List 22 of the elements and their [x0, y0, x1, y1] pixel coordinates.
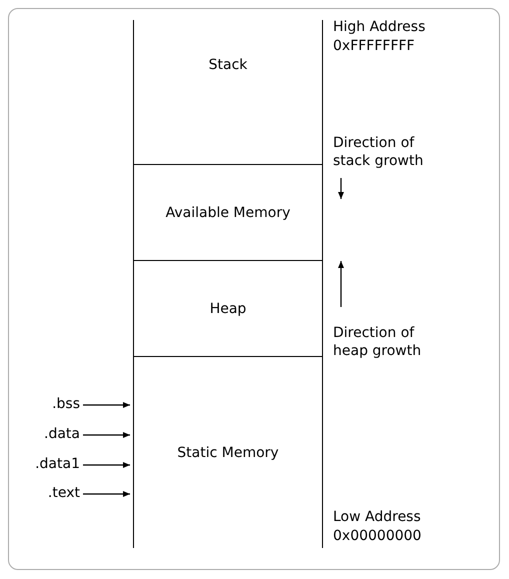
memory-region: [133, 20, 323, 164]
region-label: Available Memory: [166, 204, 290, 220]
region-label: Stack: [208, 57, 248, 73]
arrow: [83, 402, 130, 408]
annotation-label: High Address: [333, 18, 426, 36]
annotation-label: Low Address: [333, 508, 422, 526]
address-label: 0xFFFFFFFF: [333, 37, 416, 55]
annotation-label: Direction of stack growth: [333, 134, 424, 170]
address-label: 0x00000000: [333, 527, 422, 545]
memory-region: [133, 260, 323, 356]
section-label: .text: [10, 485, 80, 501]
arrow: [83, 491, 130, 497]
section-label: .data1: [10, 456, 80, 472]
arrow: [83, 462, 130, 468]
section-label: .bss: [10, 396, 80, 412]
region-label: Static Memory: [177, 444, 279, 460]
annotation-label: Direction of heap growth: [333, 324, 422, 360]
arrow: [83, 432, 130, 438]
memory-region: [133, 164, 323, 260]
region-label: Heap: [210, 300, 246, 316]
section-label: .data: [10, 426, 80, 442]
memory-region: [133, 356, 323, 548]
